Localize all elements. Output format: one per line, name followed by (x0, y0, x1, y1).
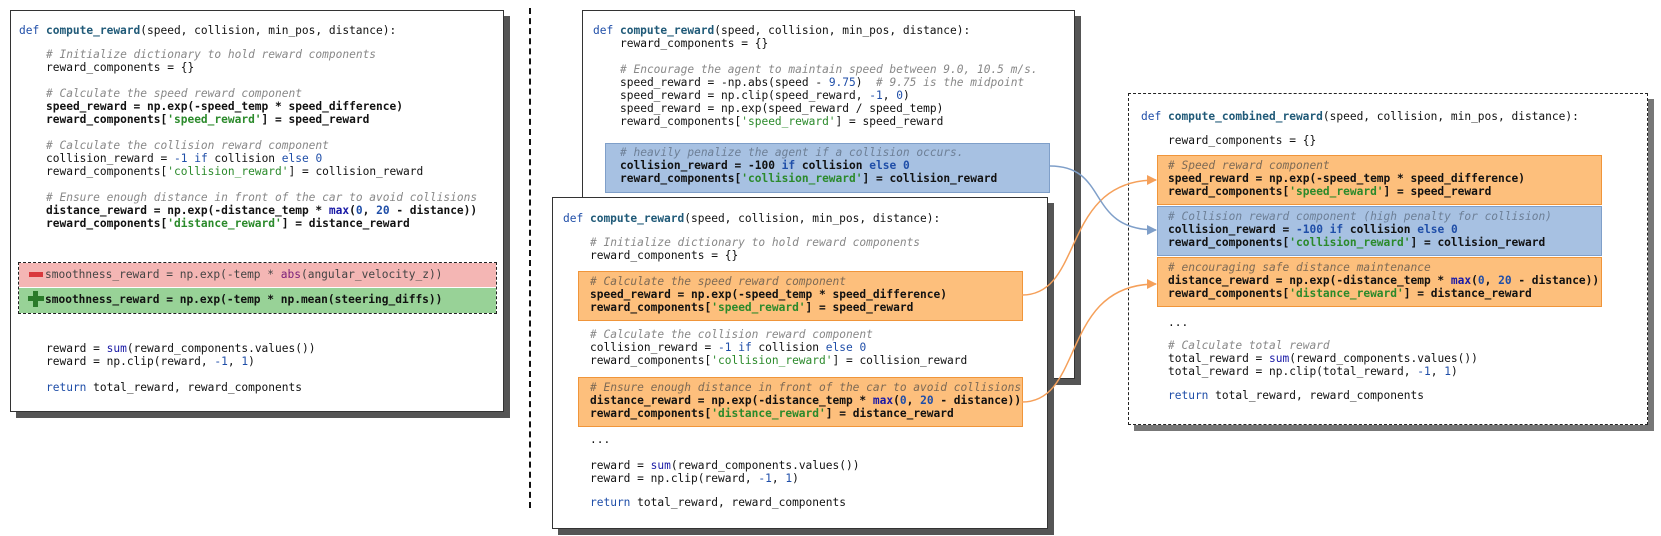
code-reward-clip: reward = np.clip(reward, -1, 1) (46, 355, 255, 368)
comment-init: # Initialize dictionary to hold reward c… (46, 48, 377, 61)
collision-highlight-block: # heavily penalize the agent if a collis… (605, 143, 1050, 193)
function-signature: def compute_reward(speed, collision, min… (563, 212, 941, 225)
collision-highlight-block: # Collision reward component (high penal… (1157, 206, 1602, 256)
code-init: reward_components = {} (590, 249, 739, 262)
section-divider (529, 8, 531, 508)
comment-init: # Initialize dictionary to hold reward c… (590, 236, 921, 249)
code-speed-abs: speed_reward = -np.abs(speed - 9.75) # 9… (620, 76, 1025, 89)
code-ellipsis: ... (590, 433, 611, 446)
code-reward-sum: reward = sum(reward_components.values()) (46, 342, 316, 355)
code-collision-component: reward_components['collision_reward'] = … (590, 354, 968, 367)
diff-box: smoothness_reward = np.exp(-temp * abs(a… (18, 262, 497, 314)
code-init: reward_components = {} (46, 61, 195, 74)
def-keyword: def (19, 24, 40, 37)
code-init: reward_components = {} (1168, 134, 1317, 147)
added-line: smoothness_reward = np.exp(-temp * np.me… (19, 288, 496, 313)
distance-highlight-block: # Ensure enough distance in front of the… (578, 377, 1023, 427)
comment-total: # Calculate total reward (1168, 339, 1330, 352)
speed-highlight-block: # Calculate the speed reward component s… (578, 271, 1023, 321)
code-total-sum: total_reward = sum(reward_components.val… (1168, 352, 1478, 365)
function-signature: def compute_reward(speed, collision, min… (593, 24, 971, 37)
function-name: compute_reward (45, 24, 141, 37)
code-return: return total_reward, reward_components (46, 381, 302, 394)
original-code-panel: def compute_reward(speed, collision, min… (10, 10, 504, 412)
candidate-code-panel-front: def compute_reward(speed, collision, min… (552, 197, 1048, 529)
speed-highlight-block: # Speed reward component speed_reward = … (1157, 155, 1602, 205)
function-signature: def compute_combined_reward(speed, colli… (1141, 110, 1579, 123)
comment-maintain-speed: # Encourage the agent to maintain speed … (620, 63, 1038, 76)
code-reward-clip: reward = np.clip(reward, -1, 1) (590, 472, 799, 485)
code-speed-exp: speed_reward = np.exp(speed_reward / spe… (620, 102, 944, 115)
code-init: reward_components = {} (620, 37, 769, 50)
minus-icon (29, 272, 43, 277)
removed-line: smoothness_reward = np.exp(-temp * abs(a… (19, 263, 496, 287)
code-collision-component: reward_components['collision_reward'] = … (46, 165, 424, 178)
code-speed-reward: speed_reward = np.exp(-speed_temp * spee… (46, 100, 403, 113)
code-return: return total_reward, reward_components (1168, 389, 1424, 402)
code-speed-clip: speed_reward = np.clip(speed_reward, -1,… (620, 89, 910, 102)
function-params: (speed, collision, min_pos, distance): (140, 24, 397, 37)
comment-collision: # Calculate the collision reward compone… (46, 139, 329, 152)
code-distance-reward: distance_reward = np.exp(-distance_temp … (46, 204, 478, 217)
combined-code-panel: def compute_combined_reward(speed, colli… (1128, 93, 1648, 425)
code-total-clip: total_reward = np.clip(total_reward, -1,… (1168, 365, 1458, 378)
comment-distance: # Ensure enough distance in front of the… (46, 191, 478, 204)
distance-arrow (1021, 279, 1157, 403)
comment-collision: # Calculate the collision reward compone… (590, 328, 873, 341)
code-ellipsis: ... (1168, 316, 1189, 329)
code-speed-component: reward_components['speed_reward'] = spee… (46, 113, 370, 126)
code-collision-reward: collision_reward = -1 if collision else … (46, 152, 323, 165)
code-speed-component: reward_components['speed_reward'] = spee… (620, 115, 944, 128)
collision-arrow (1049, 165, 1157, 235)
distance-highlight-block: # encouraging safe distance maintenance … (1157, 257, 1602, 307)
code-distance-component: reward_components['distance_reward'] = d… (46, 217, 410, 230)
function-signature: def compute_reward(speed, collision, min… (19, 24, 396, 38)
comment-speed: # Calculate the speed reward component (46, 87, 302, 100)
speed-arrow (1021, 175, 1157, 296)
code-reward-sum: reward = sum(reward_components.values()) (590, 459, 860, 472)
code-return: return total_reward, reward_components (590, 496, 846, 509)
code-collision-reward: collision_reward = -1 if collision else … (590, 341, 867, 354)
